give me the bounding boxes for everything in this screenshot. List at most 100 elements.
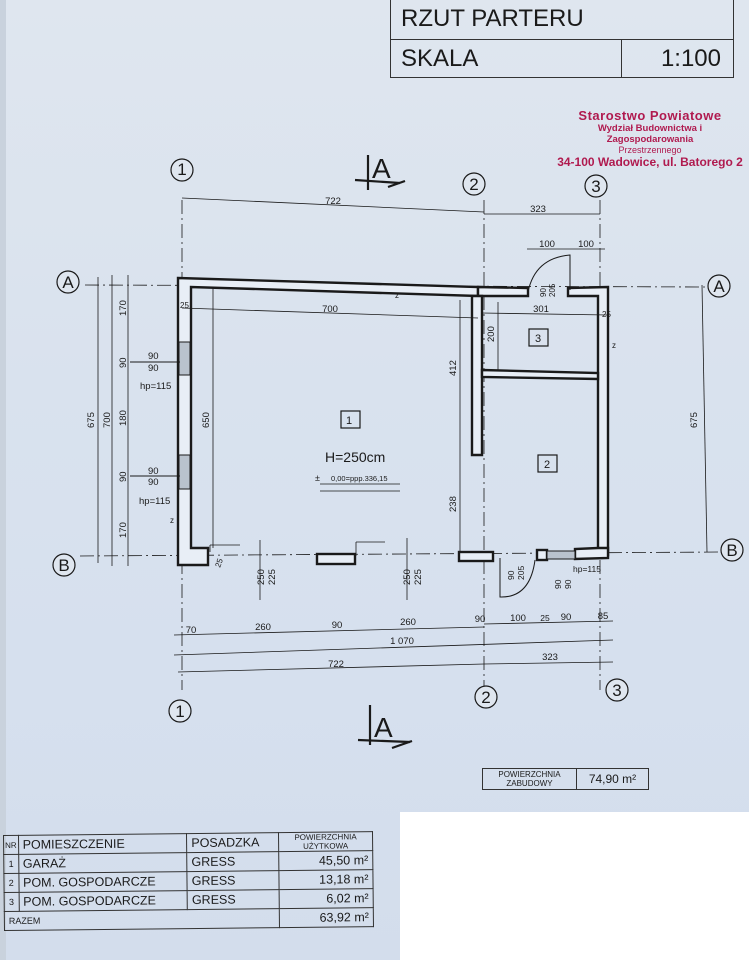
window-3-sill: hp=115: [573, 564, 601, 574]
dim-675-left: 675: [86, 412, 97, 428]
windows-left-wall: [130, 341, 191, 490]
dim-700-left: 700: [102, 412, 113, 428]
blank-paper-region: [400, 812, 749, 960]
row-floor: GRESS: [186, 851, 279, 872]
axis-A-right: A: [713, 277, 725, 296]
window-1-width: 90: [148, 351, 159, 362]
dim-top-door-right: 100: [578, 239, 594, 250]
dim-412: 412: [448, 360, 459, 376]
total-area: 63,92 m²: [279, 907, 374, 928]
room-schedule-table: NR POMIESZCZENIE POSADZKA POWIERZCHNIA U…: [3, 831, 374, 931]
dim-wall-25-bottom: 25: [213, 557, 225, 569]
built-area-label-line2: ZABUDOWY: [506, 779, 553, 788]
dim-bottom-70: 70: [186, 625, 197, 636]
row-nr: 2: [3, 873, 19, 893]
row-room: POM. GOSPODARCZE: [18, 890, 188, 912]
stamp-line-3: Przestrzennego: [618, 145, 682, 155]
col-area-line2: UŻYTKOWA: [303, 841, 349, 851]
dim-bottom-90-c: 90: [561, 612, 572, 623]
window-1-height: 90: [148, 363, 159, 374]
dim-left-170-top: 170: [118, 300, 129, 316]
scale-label: SKALA: [401, 45, 479, 72]
dim-bottom-722: 722: [328, 659, 344, 670]
row-area: 6,02 m²: [279, 888, 374, 909]
axis-2-bottom: 2: [481, 688, 490, 707]
opening-1-250: 250: [256, 569, 267, 585]
page-edge: [0, 0, 6, 960]
dimension-labels: 1 2 3 A A B B 1 2 3 A A 722 323 100 100 …: [58, 153, 737, 743]
dim-left-90-top: 90: [118, 357, 129, 368]
dim-left-90-bottom: 90: [118, 471, 129, 482]
dim-top-722: 722: [325, 196, 341, 207]
col-area: POWIERZCHNIA UŻYTKOWA: [278, 831, 373, 852]
section-A-bottom: A: [374, 712, 393, 743]
dim-650: 650: [201, 412, 212, 428]
total-label: RAZEM: [4, 908, 280, 931]
axis-3-top: 3: [591, 177, 600, 196]
stamp-line-2: Wydział Budownictwa i Zagospodarowania: [597, 123, 703, 145]
row-area: 13,18 m²: [278, 869, 374, 890]
axis-3-bottom: 3: [612, 681, 621, 700]
dim-700: 700: [322, 304, 338, 315]
room-3-number: 3: [535, 333, 541, 345]
window-1-sill: hp=115: [140, 381, 171, 392]
axis-1-bottom: 1: [175, 702, 184, 721]
axis-2-top: 2: [469, 175, 478, 194]
level-label: 0,00=ppp.336,15: [331, 474, 388, 483]
chimney-mark-right: z: [612, 341, 616, 350]
dim-bottom-90-a: 90: [332, 620, 343, 631]
drawing-title: RZUT PARTERU: [391, 0, 733, 40]
row-nr: 1: [3, 854, 19, 874]
col-room: POMIESZCZENIE: [18, 833, 187, 855]
built-area-label-line1: POWIERZCHNIA: [498, 770, 561, 779]
dim-bottom-260-a: 260: [255, 622, 271, 633]
row-floor: GRESS: [187, 889, 280, 910]
dimension-lines: [97, 197, 708, 673]
room-height-label: H=250cm: [325, 449, 385, 465]
title-block: RZUT PARTERU SKALA 1:100: [390, 0, 734, 78]
dim-bottom-260-b: 260: [400, 617, 416, 628]
dim-bottom-100: 100: [510, 613, 526, 624]
dim-301: 301: [533, 304, 549, 315]
dim-bottom-90-b: 90: [475, 614, 486, 625]
room-1-number: 1: [346, 415, 352, 427]
col-area-line1: POWIERZCHNIA: [294, 832, 357, 842]
row-area: 45,50 m²: [278, 850, 373, 871]
window-2-width: 90: [148, 466, 159, 477]
chimney-mark-top: z: [395, 291, 399, 300]
dim-door-top-205: 205: [548, 283, 557, 297]
row-nr: 3: [4, 892, 19, 912]
dim-left-180: 180: [118, 410, 129, 426]
level-symbol: ±: [315, 473, 320, 483]
axis-A-left: A: [62, 273, 74, 292]
door-top-swing: [527, 254, 571, 293]
built-area-label: POWIERZCHNIA ZABUDOWY: [483, 769, 577, 789]
grid-bubbles: [52, 158, 744, 723]
section-marks: [354, 155, 413, 750]
scale-value: 1:100: [621, 40, 733, 78]
row-room: POM. GOSPODARCZE: [18, 871, 188, 893]
dim-bottom-1070: 1 070: [390, 636, 414, 647]
axis-B-right: B: [726, 541, 737, 560]
stamp-line-1: Starostwo Powiatowe: [578, 108, 722, 123]
chimney-mark-left: z: [170, 516, 174, 525]
dim-bottom-25: 25: [540, 613, 550, 623]
built-area-box: POWIERZCHNIA ZABUDOWY 74,90 m²: [482, 768, 649, 790]
col-nr: NR: [3, 835, 19, 855]
dim-top-323: 323: [530, 204, 546, 215]
window-bottom-right: [546, 550, 576, 560]
table-total-row: RAZEM 63,92 m²: [4, 907, 374, 931]
opening-1-225: 225: [267, 569, 278, 585]
window-2-sill: hp=115: [139, 496, 170, 507]
dim-wall-25-left: 25: [180, 301, 189, 310]
opening-2-225: 225: [413, 569, 424, 585]
col-floor: POSADZKA: [186, 832, 279, 853]
stamp-line-4: 34-100 Wadowice, ul. Batorego 2: [557, 155, 743, 169]
dim-200: 200: [486, 326, 497, 342]
dim-left-170-bottom: 170: [118, 522, 129, 538]
dim-bottom-323: 323: [542, 652, 558, 663]
window-3-height: 90: [563, 579, 573, 589]
section-A-top: A: [372, 153, 391, 184]
walls: [176, 276, 610, 567]
